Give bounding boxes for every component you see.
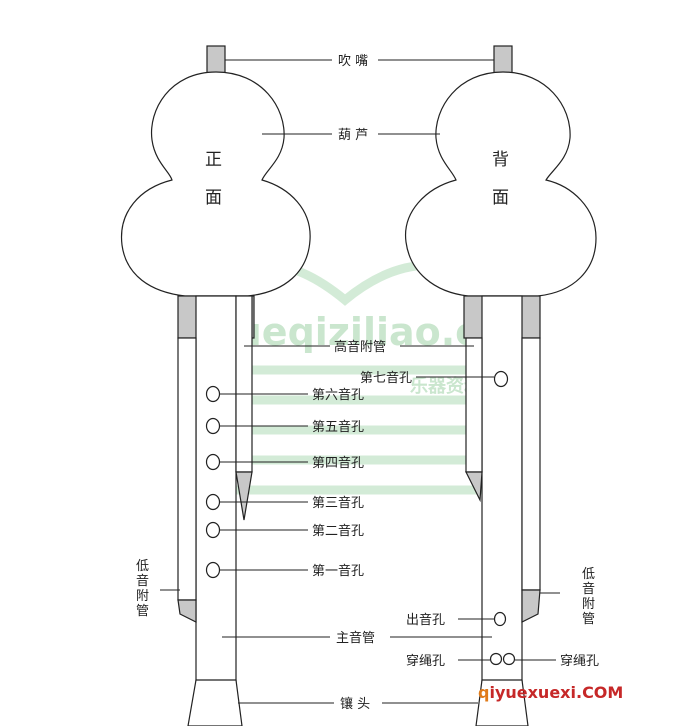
front-hole-2: [205, 521, 221, 539]
label-main-pipe: 主音管: [336, 630, 375, 646]
label-rope-hole-left: 穿绳孔: [406, 653, 445, 669]
site-logo: qiyuexuexi.COM: [478, 683, 623, 702]
site-logo-prefix: q: [478, 683, 489, 702]
label-hole-2: 第二音孔: [312, 523, 364, 539]
label-out-hole: 出音孔: [406, 612, 445, 628]
front-gourd: [120, 71, 311, 297]
back-view: [405, 45, 597, 726]
label-low-pipe-left: 低 音 附 管: [136, 559, 149, 619]
label-hole-5: 第五音孔: [312, 419, 364, 435]
front-hole-4: [205, 453, 221, 471]
front-low-side-pipe: [177, 337, 197, 601]
back-gourd: [405, 71, 597, 297]
leader-lines: [160, 59, 560, 704]
back-out-hole: [493, 611, 507, 627]
front-high-pipe-cap: [235, 471, 253, 521]
back-label-bottom: 面: [492, 188, 509, 208]
label-low-pipe-left-4: 管: [136, 604, 149, 619]
label-inlay-head: 镶 头: [340, 696, 370, 712]
front-label-bottom: 面: [205, 188, 222, 208]
label-high-pipe: 高音附管: [334, 339, 386, 355]
label-hole-6: 第六音孔: [312, 387, 364, 403]
front-hole-5: [205, 417, 221, 435]
site-logo-suffix: .COM: [576, 683, 623, 702]
label-low-pipe-right-3: 附: [582, 597, 595, 612]
back-inlay-head: [475, 679, 529, 726]
label-low-pipe-left-3: 附: [136, 589, 149, 604]
label-hole-1: 第一音孔: [312, 563, 364, 579]
label-mouthpiece: 吹 嘴: [338, 54, 368, 69]
back-hole-7: [493, 370, 509, 388]
label-low-pipe-right: 低 音 附 管: [582, 567, 595, 627]
front-label-top: 正: [205, 150, 222, 170]
front-view: [120, 45, 311, 726]
site-logo-middle: iyuexuexi: [489, 683, 576, 702]
back-low-pipe-cap: [521, 589, 541, 623]
label-gourd: 葫 芦: [338, 128, 368, 143]
label-hole-7: 第七音孔: [360, 370, 412, 386]
front-hole-6: [205, 385, 221, 403]
label-low-pipe-right-1: 低: [582, 567, 595, 582]
back-low-side-pipe: [521, 337, 541, 591]
front-hole-1: [205, 561, 221, 579]
label-low-pipe-left-2: 音: [136, 573, 149, 589]
back-label-top: 背: [492, 150, 509, 170]
label-rope-hole-right: 穿绳孔: [560, 653, 599, 669]
back-high-side-pipe: [465, 337, 483, 473]
front-main-pipe: [195, 295, 237, 726]
label-low-pipe-right-4: 管: [582, 612, 595, 627]
back-rope-hole-a: [489, 652, 503, 666]
svg-text:qiyuexuexi.COM: qiyuexuexi.COM: [478, 683, 623, 702]
label-low-pipe-left-1: 低: [136, 559, 149, 574]
front-high-side-pipe: [235, 295, 253, 473]
front-hole-3: [205, 493, 221, 511]
label-low-pipe-right-2: 音: [582, 581, 595, 597]
back-main-pipe: [481, 295, 523, 726]
label-hole-4: 第四音孔: [312, 455, 364, 471]
front-low-pipe-cap: [177, 599, 197, 623]
back-high-pipe-cap: [465, 471, 483, 503]
front-inlay-head: [187, 679, 243, 726]
label-hole-3: 第三音孔: [312, 495, 364, 511]
back-rope-hole-b: [502, 652, 516, 666]
